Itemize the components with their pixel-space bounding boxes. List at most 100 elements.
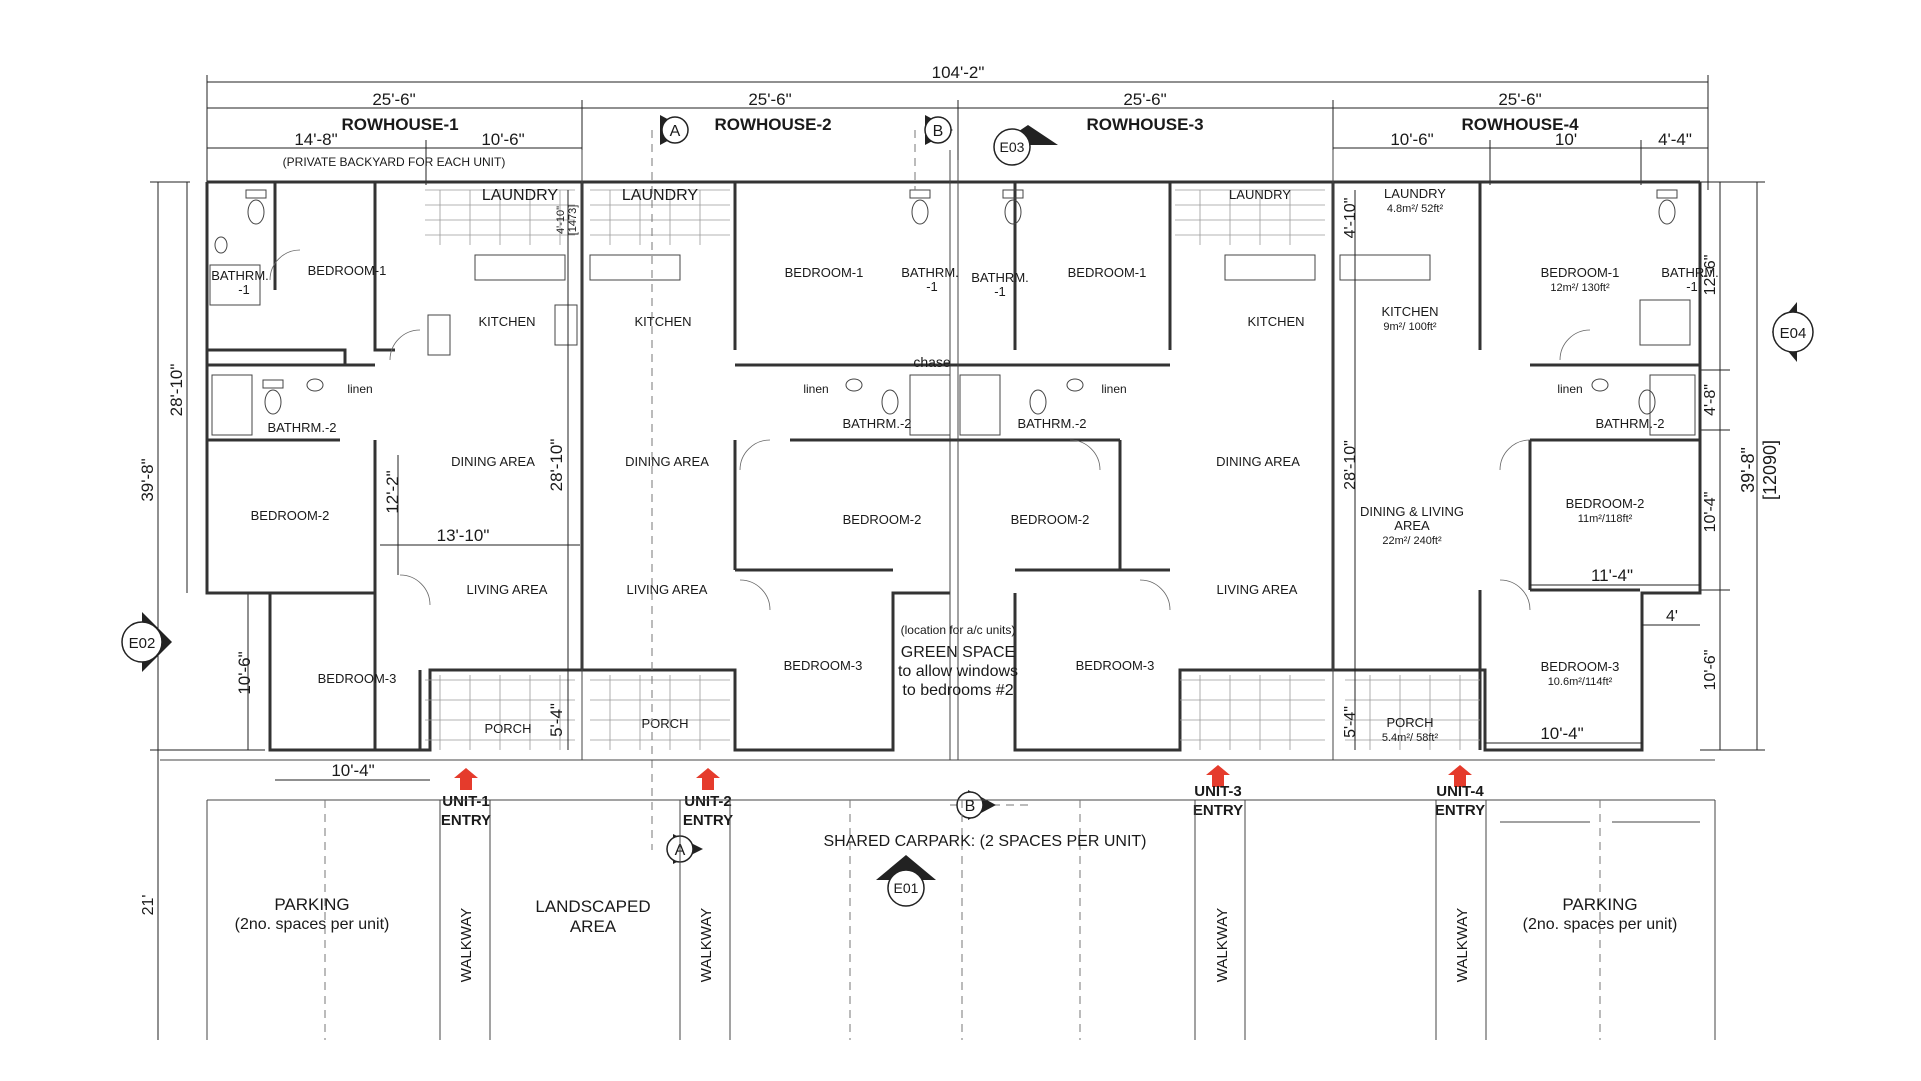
rh1-porch-label: PORCH bbox=[485, 721, 532, 736]
walkway-1-label: WALKWAY bbox=[458, 908, 475, 982]
rh1-right-width: 10'-6" bbox=[481, 130, 524, 149]
rh1-living-label: LIVING AREA bbox=[467, 582, 548, 597]
section-a-top-marker: A bbox=[660, 115, 689, 145]
rh1-kitchen-label: KITCHEN bbox=[478, 314, 535, 329]
rh1-dining-width: 13'-10" bbox=[437, 526, 490, 545]
interior-dimensions: 12'-2" 13'-10" 28'-10" 5'-4" 10'-4" 4'-1… bbox=[275, 190, 1700, 781]
rh2-kitchen-label: KITCHEN bbox=[634, 314, 691, 329]
unit-4-entry-arrow-icon bbox=[1448, 765, 1472, 787]
unit-2-entry-arrow-icon bbox=[696, 768, 720, 790]
sub-width-dimensions: 14'-8" 10'-6" (PRIVATE BACKYARD FOR EACH… bbox=[207, 130, 1708, 185]
rh4-bedroom1-label: BEDROOM-1 bbox=[1541, 265, 1620, 280]
green-space-line1: (location for a/c units) bbox=[901, 623, 1016, 637]
parking-left-label: PARKING bbox=[274, 895, 349, 914]
overall-width-dimension: 104'-2" bbox=[206, 63, 1709, 190]
backyard-note: (PRIVATE BACKYARD FOR EACH UNIT) bbox=[283, 155, 506, 169]
rh4-right-width: 4'-4" bbox=[1658, 130, 1692, 149]
unit-2-label: UNIT-2 bbox=[684, 793, 732, 810]
rh4-bump-width: 4' bbox=[1666, 608, 1678, 625]
rh4-laundry-dim: 4'-10" bbox=[1342, 198, 1359, 239]
unit-3-label: UNIT-3 bbox=[1194, 783, 1242, 800]
bedroom3-depth: 10'-6" bbox=[235, 651, 254, 694]
section-b-top-label: B bbox=[933, 123, 944, 140]
unit-3-entry[interactable]: UNIT-3 ENTRY bbox=[1193, 765, 1243, 819]
rh4-laundry-label: LAUNDRY bbox=[1384, 186, 1446, 201]
rh4-mid-width: 10' bbox=[1555, 130, 1577, 149]
rh3-bathroom2-label: BATHRM.-2 bbox=[1017, 416, 1086, 431]
rh1-bathroom1-label: BATHRM. bbox=[211, 268, 269, 283]
rh1-dining-label: DINING AREA bbox=[451, 454, 535, 469]
rh4-dining-living-label: DINING & LIVING bbox=[1360, 504, 1464, 519]
section-markers: A B B A E03 E01 E02 bbox=[121, 115, 1814, 907]
walkway-3-label: WALKWAY bbox=[1214, 908, 1231, 982]
elevation-e01-marker: E01 bbox=[876, 855, 936, 907]
rh4-bedroom2-width: 11'-4" bbox=[1591, 566, 1633, 585]
section-b-bottom-label: B bbox=[965, 798, 976, 815]
rh1-bathroom2-label: BATHRM.-2 bbox=[267, 420, 336, 435]
rowhouse-3-title: ROWHOUSE-3 bbox=[1086, 115, 1203, 134]
unit-2-entry-label: ENTRY bbox=[683, 812, 733, 829]
green-space-line3: to allow windows bbox=[898, 663, 1018, 680]
rh1-bedroom3-label: BEDROOM-3 bbox=[318, 671, 397, 686]
rowhouse-1-title: ROWHOUSE-1 bbox=[341, 115, 458, 134]
rh4-bathroom2-label: BATHRM.-2 bbox=[1595, 416, 1664, 431]
unit-entries: UNIT-1 ENTRY UNIT-2 ENTRY UNIT-3 ENTRY U… bbox=[441, 765, 1485, 829]
rh1-bedroom2-label: BEDROOM-2 bbox=[251, 508, 330, 523]
parking-right-note: (2no. spaces per unit) bbox=[1523, 916, 1678, 933]
rh1-bathroom1-num: -1 bbox=[238, 282, 250, 297]
landscaped-line2: AREA bbox=[570, 917, 617, 936]
rh2-bathroom1-label: BATHRM. bbox=[901, 265, 959, 280]
right-overall-depth-mm: [12090] bbox=[1760, 440, 1780, 500]
unit-4-entry[interactable]: UNIT-4 ENTRY bbox=[1435, 765, 1485, 819]
unit-1-entry[interactable]: UNIT-1 ENTRY bbox=[441, 768, 491, 829]
rh4-depth-10-4: 10'-4" bbox=[1702, 492, 1719, 533]
rh1-wall-depth: 28'-10" bbox=[547, 439, 566, 492]
rh4-bathroom1-label: BATHRM. bbox=[1661, 265, 1719, 280]
unit-1-entry-arrow-icon bbox=[454, 768, 478, 790]
walkway-2-label: WALKWAY bbox=[698, 908, 715, 982]
rh1-laundry-dim: 4'-10" bbox=[555, 206, 567, 234]
overall-width-label: 104'-2" bbox=[932, 63, 985, 82]
green-space-note: (location for a/c units) GREEN SPACE to … bbox=[898, 160, 1018, 760]
section-b-bottom-marker: B bbox=[956, 790, 996, 820]
parking-right-label: PARKING bbox=[1562, 895, 1637, 914]
rh4-linen-label: linen bbox=[1557, 382, 1582, 396]
rh4-bathroom1-num: -1 bbox=[1686, 279, 1698, 294]
unit-1-label: UNIT-1 bbox=[442, 793, 490, 810]
rh4-bedroom3-width: 10'-4" bbox=[1540, 724, 1583, 743]
unit-4-entry-label: ENTRY bbox=[1435, 802, 1485, 819]
rh3-kitchen-label: KITCHEN bbox=[1247, 314, 1304, 329]
rh3-bathroom1-label: BATHRM. bbox=[971, 270, 1029, 285]
rh4-kitchen-label: KITCHEN bbox=[1381, 304, 1438, 319]
rh1-width: 25'-6" bbox=[372, 90, 415, 109]
rh4-bedroom2-label: BEDROOM-2 bbox=[1566, 496, 1645, 511]
rh1-laundry-dim-mm: [1473] bbox=[567, 205, 579, 236]
rh3-bedroom3-label: BEDROOM-3 bbox=[1076, 658, 1155, 673]
rh4-porch-depth: 5'-4" bbox=[1342, 706, 1359, 738]
door-swings bbox=[269, 249, 1591, 611]
elevation-e03-marker: E03 bbox=[993, 125, 1058, 166]
rh2-bedroom1-label: BEDROOM-1 bbox=[785, 265, 864, 280]
rh3-linen-label: linen bbox=[1101, 382, 1126, 396]
rh4-left-width: 10'-6" bbox=[1390, 130, 1433, 149]
bathroom-fixtures bbox=[209, 189, 1696, 436]
rh4-depth-12-6: 12'-6" bbox=[1702, 255, 1719, 296]
chase-label: chase bbox=[913, 354, 951, 370]
site-carpark: SHARED CARPARK: (2 SPACES PER UNIT) PARK… bbox=[160, 759, 1716, 1040]
rh1-laundry-label: LAUNDRY bbox=[482, 187, 559, 204]
landscaped-line1: LANDSCAPED bbox=[535, 897, 650, 916]
section-a-bottom-marker: A bbox=[666, 834, 703, 864]
rh4-porch-label: PORCH bbox=[1387, 715, 1434, 730]
green-space-line4: to bedrooms #2 bbox=[902, 682, 1013, 699]
elevation-e02-label: E02 bbox=[129, 635, 156, 652]
rowhouse-width-dimensions: 25'-6" 25'-6" 25'-6" 25'-6" ROWHOUSE-1 R… bbox=[207, 90, 1708, 190]
rh3-laundry-label: LAUNDRY bbox=[1229, 187, 1291, 202]
rh3-living-label: LIVING AREA bbox=[1217, 582, 1298, 597]
rh2-laundry-label: LAUNDRY bbox=[622, 187, 699, 204]
unit-3-entry-arrow-icon bbox=[1206, 765, 1230, 787]
rh4-depth-4-8: 4'-8" bbox=[1702, 384, 1719, 416]
unit-2-entry[interactable]: UNIT-2 ENTRY bbox=[683, 768, 733, 829]
tiled-floors bbox=[425, 189, 1480, 750]
green-space-line2: GREEN SPACE bbox=[901, 644, 1015, 661]
unit-4-label: UNIT-4 bbox=[1436, 783, 1484, 800]
